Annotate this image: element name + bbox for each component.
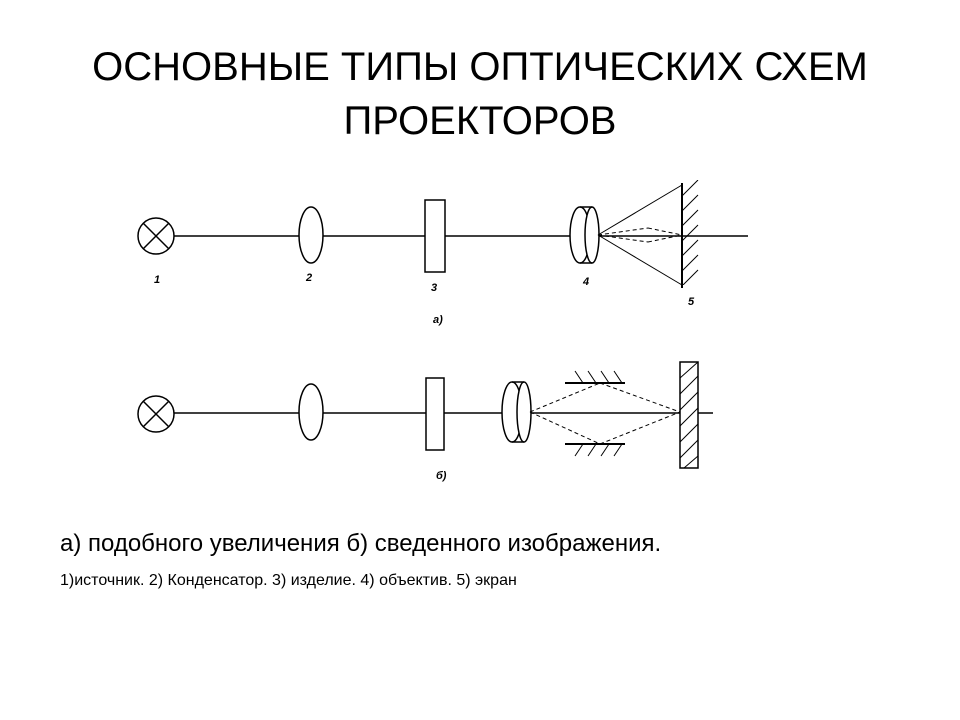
source-lamp-a: [137, 217, 175, 255]
mirror-top-b: [565, 370, 625, 384]
projection-beam-b: [529, 382, 681, 445]
scheme-b-labels: б): [436, 470, 447, 482]
scheme-a-labels: 1 2 3 4 5 а): [154, 272, 695, 326]
condenser-lens-a: [298, 206, 324, 264]
component-legend: 1)источник. 2) Конденсатор. 3) изделие. …: [60, 572, 517, 589]
scheme-b: [137, 361, 713, 469]
label-object: 3: [431, 282, 437, 294]
label-lens: 4: [582, 276, 589, 288]
source-lamp-b: [137, 395, 175, 433]
mirror-bottom-b: [565, 443, 625, 457]
projection-beam-a: [597, 184, 683, 286]
object-slide-a: [424, 199, 446, 273]
condenser-lens-b: [298, 383, 324, 441]
objective-lens-a: [569, 206, 600, 264]
title-line-1: ОСНОВНЫЕ ТИПЫ ОПТИЧЕСКИХ СХЕМ: [92, 45, 868, 89]
objective-lens-b: [501, 381, 532, 443]
label-condenser: 2: [305, 272, 312, 284]
screen-b: [679, 361, 699, 469]
scheme-a-label: а): [433, 314, 443, 326]
label-screen: 5: [688, 296, 695, 308]
object-slide-b: [425, 377, 445, 451]
label-source: 1: [154, 274, 160, 286]
scheme-a: [137, 180, 748, 288]
caption: а) подобного увеличения б) сведенного из…: [60, 530, 662, 557]
screen-a: [681, 180, 699, 288]
title-line-2: ПРОЕКТОРОВ: [343, 99, 617, 143]
scheme-b-label: б): [436, 470, 447, 482]
slide-title: ОСНОВНЫЕ ТИПЫ ОПТИЧЕСКИХ СХЕМ ПРОЕКТОРОВ: [80, 40, 880, 148]
